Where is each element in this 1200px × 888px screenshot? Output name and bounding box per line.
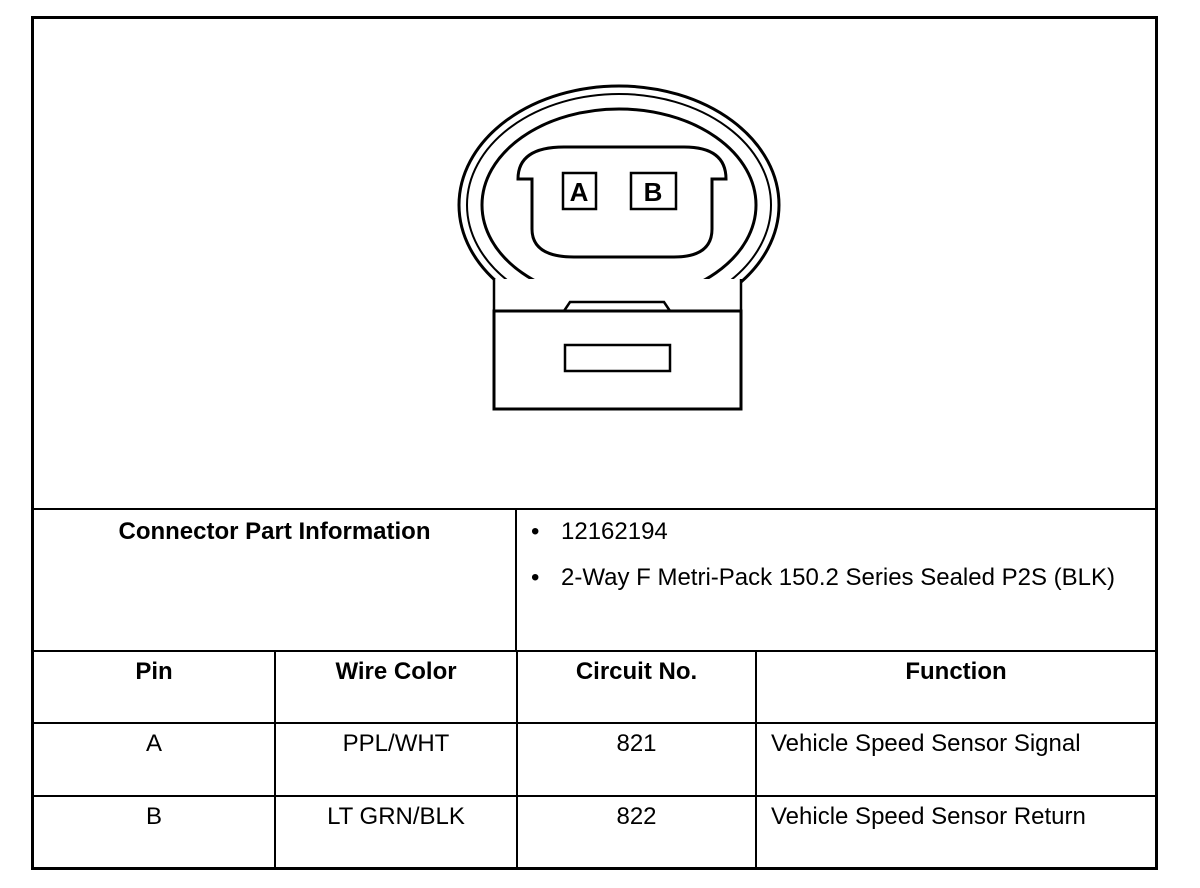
table-row: B LT GRN/BLK 822 Vehicle Speed Sensor Re…: [34, 794, 1155, 867]
bullet-icon: •: [531, 564, 540, 591]
terminal-cavity: [516, 145, 728, 259]
table-row: A PPL/WHT 821 Vehicle Speed Sensor Signa…: [34, 722, 1155, 797]
cell-wire-color: LT GRN/BLK: [274, 794, 518, 867]
connector-sheet: A B Connector Part Information • 1216219…: [31, 16, 1158, 870]
cell-wire-color: PPL/WHT: [274, 722, 518, 797]
cell-pin: B: [34, 794, 276, 867]
connector-part-info-list: • 12162194 • 2-Way F Metri-Pack 150.2 Se…: [519, 510, 1155, 650]
cell-circuit: 821: [516, 722, 757, 797]
bullet-icon: •: [531, 518, 540, 545]
cell-function: Vehicle Speed Sensor Signal: [755, 722, 1155, 797]
part-number: 12162194: [561, 518, 668, 545]
cell-pin: A: [34, 722, 276, 797]
locking-tab-ridge: [562, 300, 672, 312]
header-circuit-no: Circuit No.: [516, 652, 757, 725]
connector-part-info-title: Connector Part Information: [34, 510, 517, 650]
header-function: Function: [755, 652, 1155, 725]
pin-b-box: [629, 171, 678, 211]
pin-table: Pin Wire Color Circuit No. Function A PP…: [34, 652, 1155, 867]
connector-description: 2-Way F Metri-Pack 150.2 Series Sealed P…: [561, 564, 1115, 591]
connector-part-info-row: Connector Part Information • 12162194 • …: [34, 510, 1155, 652]
pin-a-label: A: [570, 177, 589, 207]
header-pin: Pin: [34, 652, 276, 725]
pin-a-box: [561, 171, 598, 211]
pin-b-label: B: [644, 177, 663, 207]
connector-face-drawing: A B: [457, 84, 781, 411]
header-wire-color: Wire Color: [274, 652, 518, 725]
connector-diagram: A B: [34, 19, 1155, 510]
locking-tab-window: [563, 343, 672, 373]
pin-table-header-row: Pin Wire Color Circuit No. Function: [34, 652, 1155, 725]
cell-function: Vehicle Speed Sensor Return: [755, 794, 1155, 867]
cell-circuit: 822: [516, 794, 757, 867]
